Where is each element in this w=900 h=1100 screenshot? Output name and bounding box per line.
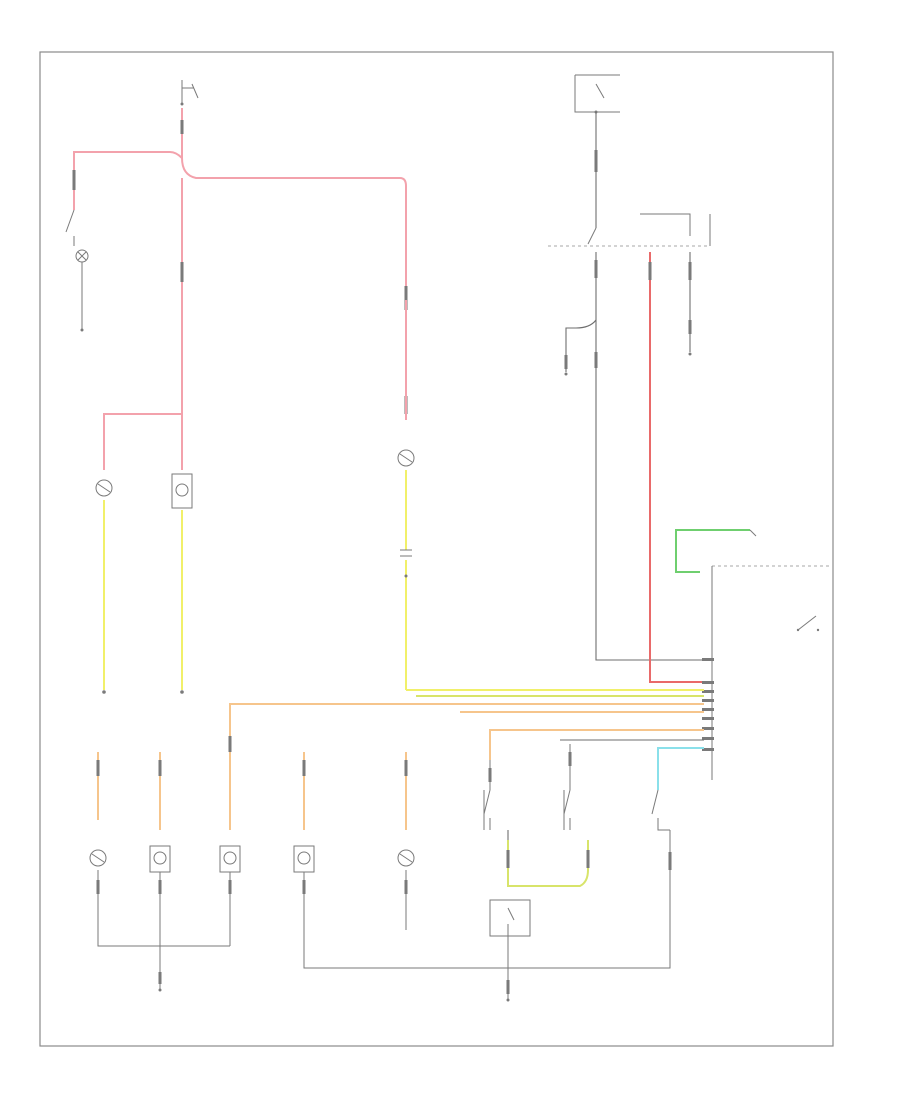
green-wire	[675, 529, 750, 573]
hot-at-all-times-fuse	[180, 80, 199, 106]
bottom-lamp-3	[219, 730, 241, 946]
lower-relay	[489, 899, 531, 1002]
right-connectors	[564, 150, 692, 369]
orange-bus-3	[489, 729, 704, 760]
pink-connectors	[72, 120, 408, 414]
pink-branch-left	[73, 151, 183, 210]
ground-right-a	[564, 372, 568, 376]
black-branch-ground	[565, 319, 597, 372]
bottom-lamp-4	[293, 752, 671, 969]
bottom-lamp-5	[397, 752, 415, 930]
orange-bus-1	[229, 703, 704, 730]
pink-to-lamp-left	[103, 413, 182, 470]
lime-switch-link	[507, 840, 589, 887]
ground-right-b	[688, 352, 692, 356]
right-switch	[548, 213, 711, 247]
module-pins	[702, 658, 714, 751]
bottom-lamp-2	[149, 752, 171, 966]
left-lamp	[95, 479, 113, 694]
black-down-right	[595, 252, 704, 661]
center-lamp	[171, 473, 193, 694]
red-wire	[649, 252, 704, 683]
diagram-frame	[39, 51, 834, 1047]
bottom-connectors	[96, 736, 672, 994]
right-fuse	[574, 74, 620, 114]
pink-feed-wire	[181, 108, 407, 300]
control-module	[711, 565, 832, 780]
cyan-bus	[657, 747, 704, 790]
green-wire-end	[749, 529, 757, 537]
middle-chain	[397, 300, 415, 690]
door-switch-3	[651, 789, 670, 831]
courtesy-switch	[65, 209, 89, 332]
